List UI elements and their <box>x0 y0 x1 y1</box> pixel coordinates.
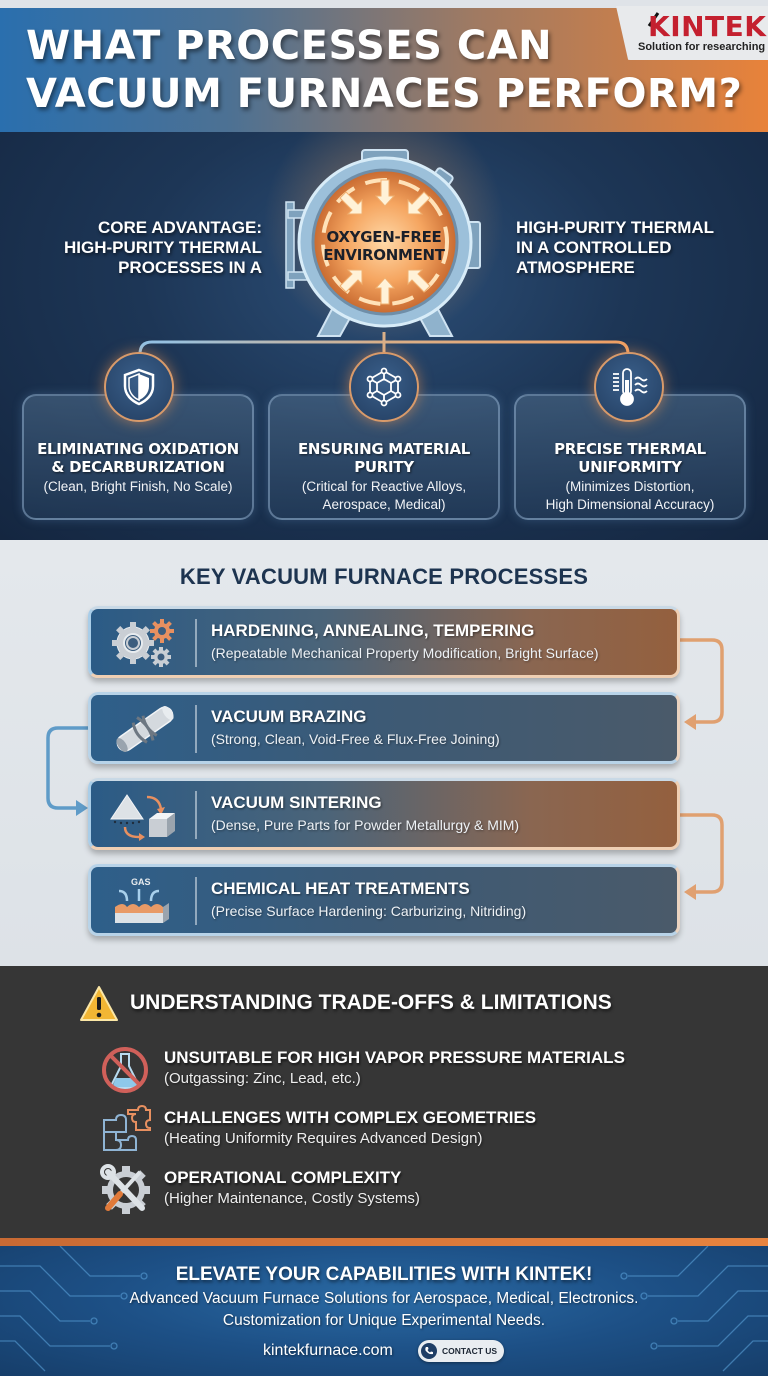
limitation-title: CHALLENGES WITH COMPLEX GEOMETRIES <box>164 1108 537 1127</box>
core-advantage-line: CORE ADVANTAGE: <box>97 218 262 237</box>
divider <box>195 877 197 925</box>
process-title: CHEMICAL HEAT TREATMENTS <box>211 879 470 898</box>
benefit-title: ENSURING MATERIAL PURITY <box>270 440 498 476</box>
benefit-title-line: & DECARBURIZATION <box>51 458 225 476</box>
limitation-vapor-pressure: UNSUITABLE FOR HIGH VAPOR PRESSURE MATER… <box>98 1044 738 1096</box>
benefit-desc: (Critical for Reactive Alloys, Aerospace… <box>270 478 498 514</box>
benefit-title-line: ENSURING MATERIAL <box>297 440 471 458</box>
benefit-desc-line: Aerospace, Medical) <box>322 497 446 512</box>
benefit-desc: (Clean, Bright Finish, No Scale) <box>24 478 252 496</box>
warning-icon <box>80 986 118 1021</box>
molecule-icon <box>349 352 419 422</box>
section-title: UNDERSTANDING TRADE-OFFS & LIMITATIONS <box>130 991 612 1014</box>
brazed-pipe-icon <box>116 705 174 753</box>
gas-surface-icon: GAS <box>115 877 169 923</box>
footer-title: ELEVATE YOUR CAPABILITIES WITH KINTEK! <box>175 1264 593 1285</box>
divider <box>195 619 197 667</box>
controlled-atmosphere-text: HIGH-PURITY THERMAL IN A CONTROLLED ATMO… <box>516 218 756 278</box>
benefit-desc-line: High Dimensional Accuracy) <box>545 497 715 512</box>
benefit-title: ELIMINATING OXIDATION & DECARBURIZATION <box>24 440 252 476</box>
contact-us-label: CONTACT US <box>442 1346 498 1356</box>
process-title: VACUUM BRAZING <box>211 707 367 726</box>
oxygen-free-label: OXYGEN-FREE ENVIRONMENT <box>308 228 460 264</box>
tools-gear-icon <box>100 1164 150 1214</box>
limitation-title: OPERATIONAL COMPLEXITY <box>164 1168 402 1187</box>
circuit-pattern-decoration <box>0 1246 768 1372</box>
limitation-desc: (Higher Maintenance, Costly Systems) <box>164 1190 420 1207</box>
benefit-title-line: PRECISE THERMAL <box>554 440 706 458</box>
process-desc: (Strong, Clean, Void-Free & Flux-Free Jo… <box>211 731 500 747</box>
puzzle-icon <box>103 1104 151 1151</box>
process-desc: (Dense, Pure Parts for Powder Metallurgy… <box>211 817 520 833</box>
limitations-section: UNDERSTANDING TRADE-OFFS & LIMITATIONS U… <box>0 966 768 1238</box>
process-row-hardening: HARDENING, ANNEALING, TEMPERING (Repeata… <box>88 606 680 678</box>
page-title: WHAT PROCESSES CAN VACUUM FURNACES PERFO… <box>26 22 746 118</box>
limitation-desc: (Heating Uniformity Requires Advanced De… <box>164 1130 483 1147</box>
core-advantage-line: HIGH-PURITY THERMAL <box>63 238 262 257</box>
benefit-title-line: PURITY <box>354 458 414 476</box>
page-title-line-2: VACUUM FURNACES PERFORM? <box>26 71 743 117</box>
kintek-logo[interactable]: KINTEK Solution for researching <box>616 6 768 60</box>
header-banner: WHAT PROCESSES CAN VACUUM FURNACES PERFO… <box>0 0 768 132</box>
process-title: VACUUM SINTERING <box>211 793 382 812</box>
limitation-title: UNSUITABLE FOR HIGH VAPOR PRESSURE MATER… <box>164 1048 625 1067</box>
process-row-sintering: VACUUM SINTERING (Dense, Pure Parts for … <box>88 778 680 850</box>
powder-to-block-icon <box>110 794 175 841</box>
limitation-operational-complexity: OPERATIONAL COMPLEXITY (Higher Maintenan… <box>98 1164 738 1216</box>
phone-icon <box>421 1343 437 1359</box>
process-desc: (Precise Surface Hardening: Carburizing,… <box>211 903 527 919</box>
controlled-atmosphere-line: IN A CONTROLLED <box>516 238 672 257</box>
controlled-atmosphere-line: ATMOSPHERE <box>516 258 635 277</box>
arrow-head-icon <box>684 714 696 730</box>
arrow-head-icon <box>684 884 696 900</box>
core-advantage-text: CORE ADVANTAGE: HIGH-PURITY THERMAL PROC… <box>30 218 262 278</box>
footer-line: Customization for Unique Experimental Ne… <box>222 1312 546 1329</box>
benefit-desc-line: (Clean, Bright Finish, No Scale) <box>43 479 233 494</box>
process-flow-arrows <box>46 638 724 900</box>
thermometer-icon <box>594 352 664 422</box>
process-row-brazing: VACUUM BRAZING (Strong, Clean, Void-Free… <box>88 692 680 764</box>
header-top-strip <box>0 0 768 8</box>
shield-icon <box>104 352 174 422</box>
arrow-head-icon <box>76 800 88 816</box>
page-title-line-1: WHAT PROCESSES CAN <box>26 23 553 69</box>
process-desc: (Repeatable Mechanical Property Modifica… <box>211 645 599 661</box>
core-advantage-section: CORE ADVANTAGE: HIGH-PURITY THERMAL PROC… <box>0 132 768 540</box>
controlled-atmosphere-line: HIGH-PURITY THERMAL <box>516 218 715 237</box>
gas-label: GAS <box>131 877 151 887</box>
limitation-complex-geometries: CHALLENGES WITH COMPLEX GEOMETRIES (Heat… <box>98 1104 738 1156</box>
process-title: HARDENING, ANNEALING, TEMPERING <box>211 621 535 640</box>
website-link[interactable]: kintekfurnace.com <box>263 1342 393 1359</box>
benefit-title-line: UNIFORMITY <box>578 458 682 476</box>
benefit-title-line: ELIMINATING OXIDATION <box>37 440 239 458</box>
logo-tagline: Solution for researching <box>638 41 766 53</box>
benefit-desc-line: (Minimizes Distortion, <box>565 479 695 494</box>
section-title: KEY VACUUM FURNACE PROCESSES <box>179 564 589 589</box>
logo-text: KINTEK <box>648 10 767 43</box>
benefit-desc-line: (Critical for Reactive Alloys, <box>301 479 467 494</box>
limitation-desc: (Outgassing: Zinc, Lead, etc.) <box>164 1070 361 1087</box>
oxygen-free-line: ENVIRONMENT <box>323 246 445 264</box>
gears-icon <box>112 619 174 667</box>
core-advantage-line: PROCESSES IN A <box>118 258 262 277</box>
process-row-chemical: GAS CHEMICAL HEAT TREATMENTS (Precise Su… <box>88 864 680 936</box>
divider <box>195 705 197 753</box>
logo-slash-icon <box>647 12 660 27</box>
key-processes-section: KEY VACUUM FURNACE PROCESSES <box>0 540 768 966</box>
no-flask-icon <box>102 1047 148 1093</box>
contact-us-button[interactable]: CONTACT US <box>418 1340 504 1362</box>
vacuum-furnace-icon <box>285 149 481 337</box>
benefit-desc: (Minimizes Distortion, High Dimensional … <box>516 478 744 514</box>
divider <box>195 791 197 839</box>
footer-line: Advanced Vacuum Furnace Solutions for Ae… <box>129 1290 639 1307</box>
oxygen-free-line: OXYGEN-FREE <box>326 228 442 246</box>
benefit-title: PRECISE THERMAL UNIFORMITY <box>516 440 744 476</box>
footer-cta: ELEVATE YOUR CAPABILITIES WITH KINTEK! A… <box>0 1246 768 1376</box>
footer-divider <box>0 1238 768 1246</box>
